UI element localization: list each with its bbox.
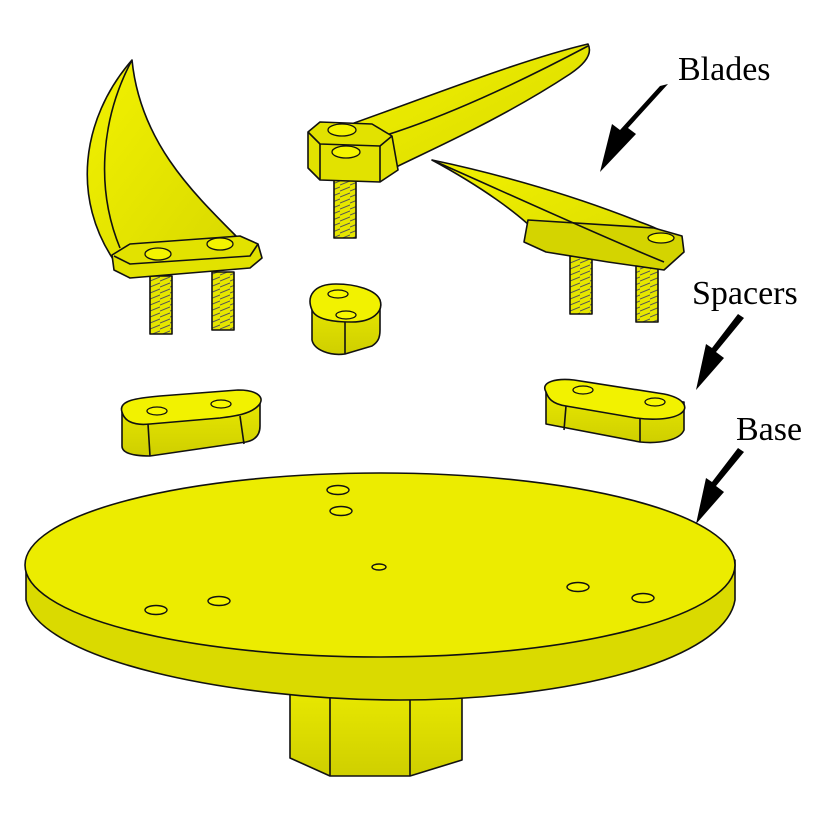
spacer-left bbox=[120, 389, 262, 457]
spacer-right bbox=[543, 378, 686, 444]
label-base-group: Base bbox=[696, 411, 802, 524]
label-spacers: Spacers bbox=[692, 275, 798, 312]
arrow-spacers bbox=[696, 314, 744, 390]
blade-right bbox=[431, 159, 685, 323]
arrow-blades bbox=[600, 84, 668, 172]
label-spacers-group: Spacers bbox=[692, 275, 798, 390]
spacer-middle bbox=[309, 283, 382, 356]
label-base: Base bbox=[736, 411, 802, 448]
blade-left bbox=[86, 59, 263, 335]
arrow-base bbox=[696, 448, 744, 524]
base-holes bbox=[144, 484, 655, 616]
base-hub bbox=[289, 691, 463, 777]
label-blades: Blades bbox=[678, 51, 771, 88]
blade-middle bbox=[307, 43, 591, 239]
base-part bbox=[24, 472, 736, 777]
label-blades-group: Blades bbox=[600, 51, 771, 172]
